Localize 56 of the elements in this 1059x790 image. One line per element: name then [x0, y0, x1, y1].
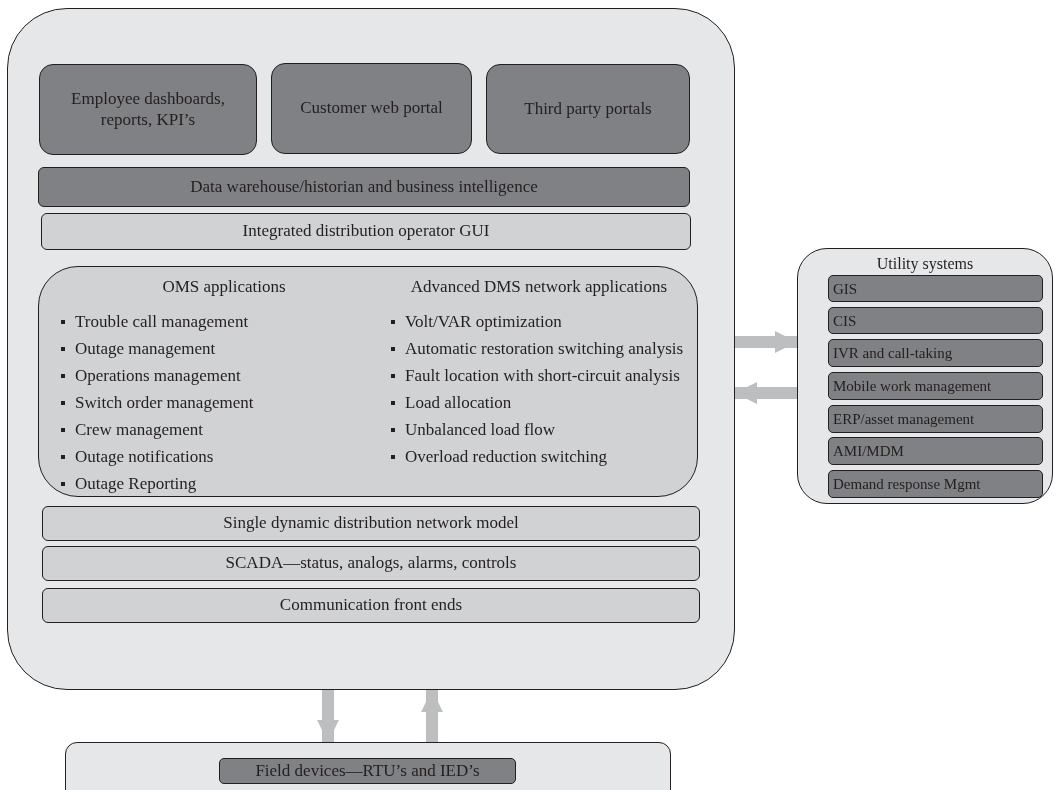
box-label: Mobile work management: [833, 377, 992, 395]
list-item: Fault location with short-circuit analysis: [389, 365, 680, 386]
box-label: Communication front ends: [279, 595, 463, 616]
list-item: Outage notifications: [59, 446, 214, 467]
module-box: [39, 64, 257, 155]
column-heading: OMS applications: [162, 277, 286, 297]
layer-box: [38, 266, 698, 497]
module-box: [828, 307, 1043, 334]
box-label: Single dynamic distribution network model: [223, 513, 519, 534]
module-box: [828, 339, 1043, 367]
block-arrow: [317, 690, 339, 742]
layer-box: [797, 248, 1053, 504]
box-label: IVR and call-taking: [833, 344, 953, 362]
list-item: Unbalanced load flow: [389, 419, 556, 440]
box-label: GIS: [833, 279, 858, 298]
box-label: Integrated distribution operator GUI: [242, 221, 490, 242]
module-box: [271, 63, 472, 154]
list-item: Trouble call management: [59, 311, 249, 332]
list-item: Overload reduction switching: [389, 446, 608, 467]
container-box: [7, 8, 735, 690]
layer-box: [42, 546, 700, 581]
module-box: [38, 167, 690, 207]
module-box: [828, 405, 1043, 433]
list-item: Switch order management: [59, 392, 254, 413]
box-label: Field devices—RTU’s and IED’s: [255, 760, 480, 782]
list-item: Outage Reporting: [59, 473, 197, 494]
module-box: [828, 470, 1043, 498]
box-label: Employee dashboards, reports, KPI’s: [70, 89, 226, 130]
module-box: [828, 437, 1043, 465]
box-label: Demand response Mgmt: [833, 475, 981, 493]
module-box: [486, 64, 690, 154]
box-label: ERP/asset management: [833, 410, 975, 428]
list-item: Outage management: [59, 338, 216, 359]
list-item: Crew management: [59, 419, 203, 440]
box-label: CIS: [833, 311, 857, 330]
layer-box: [41, 213, 691, 250]
box-label: AMI/MDM: [833, 442, 904, 460]
layer-box: [42, 506, 700, 541]
block-arrow: [735, 382, 797, 404]
group-title: Utility systems: [876, 255, 974, 273]
container-box: [65, 742, 671, 790]
list-item: Load allocation: [389, 392, 512, 413]
block-arrow: [421, 690, 443, 742]
box-label: SCADA—status, analogs, alarms, controls: [225, 553, 517, 574]
list-item: Automatic restoration switching analysis: [389, 338, 684, 359]
module-box: [219, 758, 516, 784]
box-label: Customer web portal: [300, 98, 443, 119]
module-box: [828, 372, 1043, 400]
list-item: Operations management: [59, 365, 241, 386]
block-arrow: [735, 331, 797, 353]
layer-box: [42, 588, 700, 623]
list-item: Volt/VAR optimization: [389, 311, 562, 332]
column-heading: Advanced DMS network applications: [410, 277, 668, 297]
box-label: Data warehouse/historian and business intelligence: [190, 176, 538, 198]
module-box: [828, 275, 1043, 302]
box-label: Third party portals: [524, 98, 652, 120]
